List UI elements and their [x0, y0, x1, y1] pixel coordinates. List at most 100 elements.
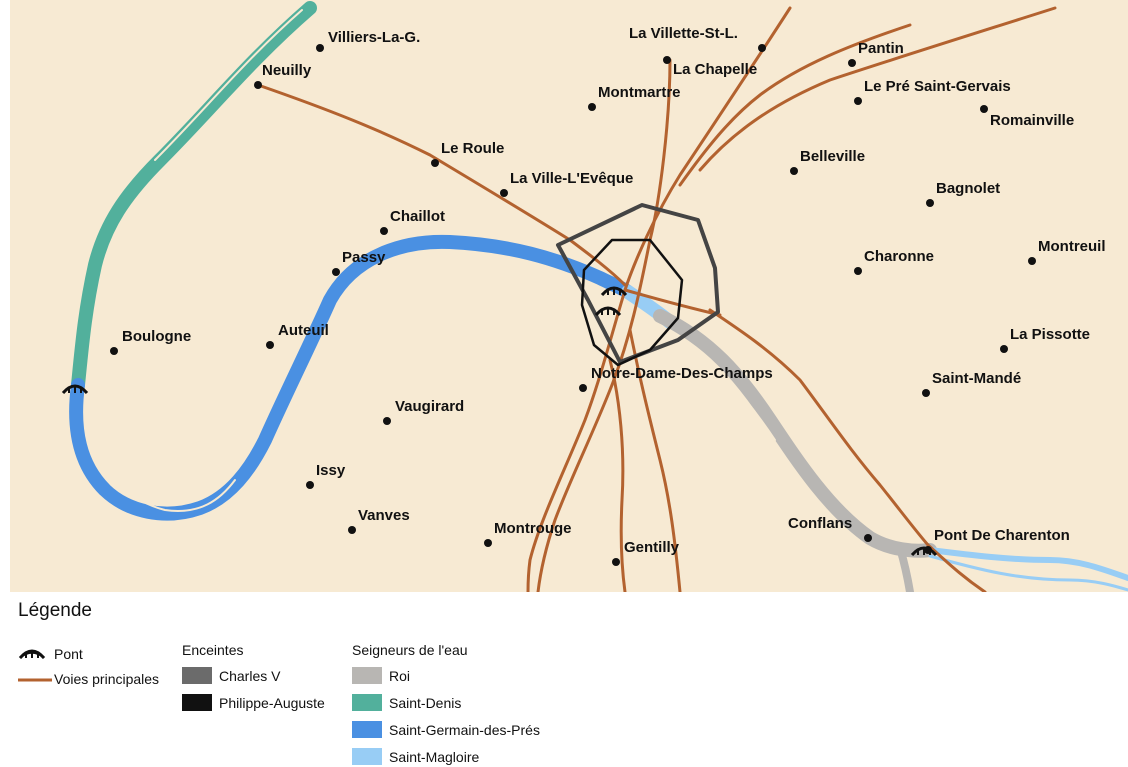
place-label: Issy — [316, 462, 346, 479]
road-la-chapelle-1 — [536, 58, 672, 592]
road-line-icon — [18, 678, 52, 682]
place: Notre-Dame-Des-Champs — [579, 365, 773, 392]
place-label: Belleville — [800, 148, 865, 165]
place: Auteuil — [266, 322, 329, 349]
place: Chaillot — [380, 208, 445, 235]
legend-pont-label: Pont — [54, 646, 83, 662]
place-dot — [612, 558, 620, 566]
place-label: Conflans — [788, 515, 852, 532]
place-label: Boulogne — [122, 328, 191, 345]
legend-philippe-auguste-label: Philippe-Auguste — [219, 695, 325, 711]
roads — [256, 6, 1057, 592]
place-dot — [348, 526, 356, 534]
road-pantin-2 — [678, 23, 912, 187]
road-la-chapelle-2 — [526, 6, 792, 592]
legend-roi-label: Roi — [389, 668, 411, 684]
place-label: Neuilly — [262, 62, 312, 79]
legend-saint-magloire-label: Saint-Magloire — [389, 749, 480, 765]
place-dot — [316, 44, 324, 52]
place-dot — [380, 227, 388, 235]
place: Passy — [332, 249, 386, 276]
place-label: Romainville — [990, 112, 1074, 129]
place-label: Gentilly — [624, 539, 680, 556]
place-label: Vanves — [358, 507, 410, 524]
place: Charonne — [854, 248, 934, 275]
swatch-charles-v — [182, 667, 212, 684]
place-dot — [1000, 345, 1008, 353]
map-canvas[interactable]: Villiers-La-G. Neuilly La Villette-St-L. La… — [10, 0, 1128, 592]
place-dot — [848, 59, 856, 67]
swatch-philippe-auguste — [182, 694, 212, 711]
river-marne — [927, 547, 1128, 581]
place: Issy — [306, 462, 346, 489]
legend: Légende Pont Voies principales Enceintes… — [0, 592, 1128, 767]
place-label: Bagnolet — [936, 180, 1000, 197]
place-dot — [266, 341, 274, 349]
place-label: Villiers-La-G. — [328, 29, 420, 46]
road-east — [623, 288, 722, 317]
place-dot — [980, 105, 988, 113]
place: Vanves — [348, 507, 410, 534]
place: Belleville — [790, 148, 865, 175]
place-dot — [110, 347, 118, 355]
river-saint-germain-channel-2 — [339, 257, 411, 301]
place-dot — [306, 481, 314, 489]
map-background — [10, 0, 1128, 592]
road-pantin — [698, 6, 1057, 172]
place-label: Montreuil — [1038, 238, 1106, 255]
bridge-icon — [600, 286, 628, 297]
place-label: Le Pré Saint-Gervais — [864, 78, 1011, 95]
place-dot — [431, 159, 439, 167]
place: Gentilly — [612, 539, 680, 566]
place: Le Pré Saint-Gervais — [854, 78, 1011, 105]
place-dot — [500, 189, 508, 197]
place: Saint-Mandé — [922, 370, 1021, 397]
legend-voies-label: Voies principales — [54, 671, 160, 687]
place: La Villette-St-L. — [629, 25, 766, 52]
place-label: Chaillot — [390, 208, 445, 225]
place-dot — [663, 56, 671, 64]
place-label: Pont De Charenton — [934, 527, 1070, 544]
bridge-icon — [18, 649, 46, 660]
river-saint-denis — [71, 1, 317, 392]
place-dot — [332, 268, 340, 276]
river-saint-denis-channel — [154, 9, 303, 161]
legend-charles-v-label: Charles V — [219, 668, 281, 684]
place-dot — [579, 384, 587, 392]
place-dot — [864, 534, 872, 542]
place: Le Roule — [431, 140, 504, 167]
swatch-roi — [352, 667, 382, 684]
road-east-south — [708, 308, 987, 592]
place: La Pissotte — [1000, 326, 1090, 353]
map[interactable]: Villiers-La-G. Neuilly La Villette-St-L. La… — [10, 0, 1128, 592]
wall-charles-v — [556, 203, 720, 364]
legend-title: Légende — [18, 600, 92, 621]
legend-seigneurs-heading: Seigneurs de l'eau — [352, 642, 468, 658]
place-dot — [758, 44, 766, 52]
place: Conflans — [788, 515, 872, 542]
swatch-saint-denis — [352, 694, 382, 711]
bridge-icon — [594, 306, 622, 317]
river-marne-2 — [928, 554, 1128, 592]
place: Montreuil — [1028, 238, 1106, 265]
place: Montmartre — [588, 84, 681, 111]
road-south-1 — [628, 328, 682, 592]
place-label: Vaugirard — [395, 398, 464, 415]
place-dot — [254, 81, 262, 89]
place: La Ville-L'Evêque — [500, 170, 633, 197]
place-label: Charonne — [864, 248, 934, 265]
place-label: Auteuil — [278, 322, 329, 339]
place: Neuilly — [254, 62, 312, 89]
place: Bagnolet — [926, 180, 1000, 207]
swatch-saint-magloire — [352, 748, 382, 765]
city-walls — [556, 203, 720, 367]
river-saint-germain-channel — [84, 419, 236, 512]
place: Villiers-La-G. — [316, 29, 420, 52]
place-dot — [854, 97, 862, 105]
place-dot — [383, 417, 391, 425]
place-label: La Ville-L'Evêque — [510, 170, 633, 187]
place-label: Passy — [342, 249, 386, 266]
road-south-2 — [608, 358, 627, 592]
place-label: Saint-Mandé — [932, 370, 1021, 387]
place-label: Montrouge — [494, 520, 571, 537]
